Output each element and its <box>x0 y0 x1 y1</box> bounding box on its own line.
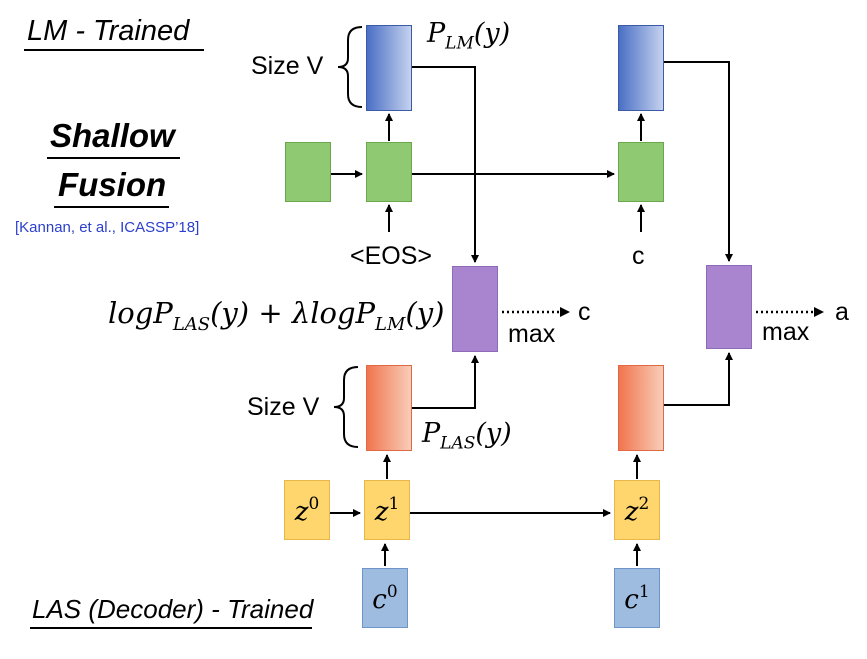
fusion-box-2 <box>706 265 752 349</box>
lm-output-vector-1 <box>366 25 412 111</box>
lm-input-token-label: c <box>632 242 645 270</box>
las-output-vector-2 <box>618 365 664 451</box>
p-lm-label: PLM(y) <box>427 18 511 54</box>
lm-trained-underline <box>24 49 204 51</box>
p-las-label: PLAS(y) <box>422 418 512 454</box>
output-token-1: c <box>578 298 591 326</box>
fusion-formula: logPLAS(y) + λlogPLM(y) <box>108 296 445 335</box>
size-v-top-label: Size V <box>251 52 324 80</box>
decoder-state-z2: z2 <box>614 480 660 540</box>
context-vector-c0: c0 <box>362 568 408 628</box>
fusion-underline <box>54 206 169 208</box>
context-vector-c1: c1 <box>614 568 660 628</box>
fusion-box-1 <box>452 266 498 352</box>
las-trained-title: LAS (Decoder) - Trained <box>32 594 314 624</box>
lm-output-vector-2 <box>618 25 664 111</box>
shallow-underline <box>47 157 180 159</box>
las-trained-underline <box>30 627 312 629</box>
fusion-title: Fusion <box>58 166 167 203</box>
output-token-2: a <box>835 298 849 326</box>
lm-trained-title: LM - Trained <box>27 15 190 47</box>
max-label-1: max <box>508 320 556 348</box>
size-v-bottom-label: Size V <box>247 393 320 421</box>
size-v-top-brace <box>337 26 363 108</box>
lm-hidden-1 <box>366 142 412 202</box>
las-output-vector-1 <box>366 365 412 451</box>
citation: [Kannan, et al., ICASSP’18] <box>15 219 200 236</box>
shallow-title: Shallow <box>50 117 175 154</box>
eos-token-label: <EOS> <box>350 242 432 270</box>
size-v-bottom-brace <box>333 366 359 448</box>
decoder-state-z0: z0 <box>284 480 330 540</box>
decoder-state-z1: z1 <box>364 480 410 540</box>
max-label-2: max <box>762 318 810 346</box>
lm-hidden-2 <box>618 142 664 202</box>
lm-hidden-initial <box>285 142 331 202</box>
